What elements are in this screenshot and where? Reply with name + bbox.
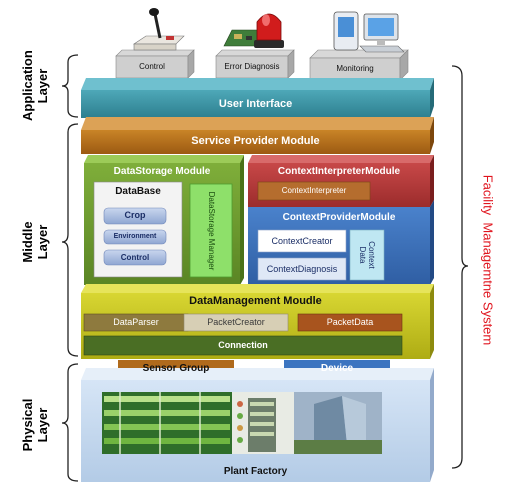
physical-brace xyxy=(61,363,79,482)
plant-factory-photo-building xyxy=(294,392,382,454)
sensor-group-label: Sensor Group xyxy=(142,363,210,374)
device-label: Device xyxy=(320,363,354,374)
control-label: Control xyxy=(139,62,165,71)
application-layer-text: Application Layer xyxy=(20,50,50,121)
middle-layer-label: Middle Layer xyxy=(8,200,62,284)
physical-layer-text: Physical Layer xyxy=(20,398,50,452)
application-brace xyxy=(61,54,79,118)
system-title-wrap: Facility Managemtne System xyxy=(470,120,506,400)
physical-layer-label: Physical Layer xyxy=(8,390,62,460)
system-title: Facility Managemtne System xyxy=(480,174,496,346)
context-interpreter-inner: ContextInterpreter xyxy=(281,186,347,195)
data-storage-title: DataStorage Module xyxy=(113,166,211,177)
data-management-block xyxy=(81,284,434,359)
service-provider-block xyxy=(81,117,434,154)
datastorage-manager-label: DataStorage Manager xyxy=(207,191,216,270)
context-provider-block xyxy=(248,200,434,285)
datastorage-manager-box xyxy=(189,183,233,278)
error-diagnosis-device xyxy=(215,13,295,79)
data-storage-block xyxy=(84,155,244,285)
context-interpreter-block xyxy=(248,155,434,207)
plant-factory-label: Plant Factory xyxy=(223,466,288,477)
database-title: DataBase xyxy=(115,186,161,197)
context-data-label: Context Data xyxy=(358,241,376,269)
user-interface-label: User Interface xyxy=(218,98,293,110)
packet-creator-label: PacketCreator xyxy=(207,317,265,327)
context-diagnosis-label: ContextDiagnosis xyxy=(266,264,338,274)
context-data-label-wrap: Context Data xyxy=(350,230,384,280)
monitoring-label: Monitoring xyxy=(336,64,374,73)
datastorage-manager-label-wrap: DataStorage Manager xyxy=(190,184,232,277)
system-brace xyxy=(451,65,469,469)
data-management-title: DataManagement Moudle xyxy=(189,295,322,307)
context-creator-label: ContextCreator xyxy=(271,236,333,246)
connection-label: Connection xyxy=(218,340,268,350)
middle-brace xyxy=(61,123,79,357)
db-item-control: Control xyxy=(120,253,150,262)
db-item-environment: Environment xyxy=(113,233,157,240)
data-parser-label: DataParser xyxy=(113,317,159,327)
application-layer-label: Application Layer xyxy=(8,50,62,121)
middle-layer-text: Middle Layer xyxy=(20,221,50,263)
error-diagnosis-label: Error Diagnosis xyxy=(224,62,280,71)
plant-factory-photo-tower xyxy=(232,392,294,454)
user-interface-block xyxy=(81,78,434,118)
context-interpreter-title: ContextInterpreterModule xyxy=(277,166,401,177)
plant-factory-photo-interior xyxy=(102,392,232,454)
control-device xyxy=(115,8,195,79)
context-provider-title: ContextProviderModule xyxy=(282,212,396,223)
packet-data-label: PacketData xyxy=(326,317,374,327)
db-item-crop: Crop xyxy=(124,210,146,220)
service-provider-label: Service Provider Module xyxy=(191,135,320,147)
